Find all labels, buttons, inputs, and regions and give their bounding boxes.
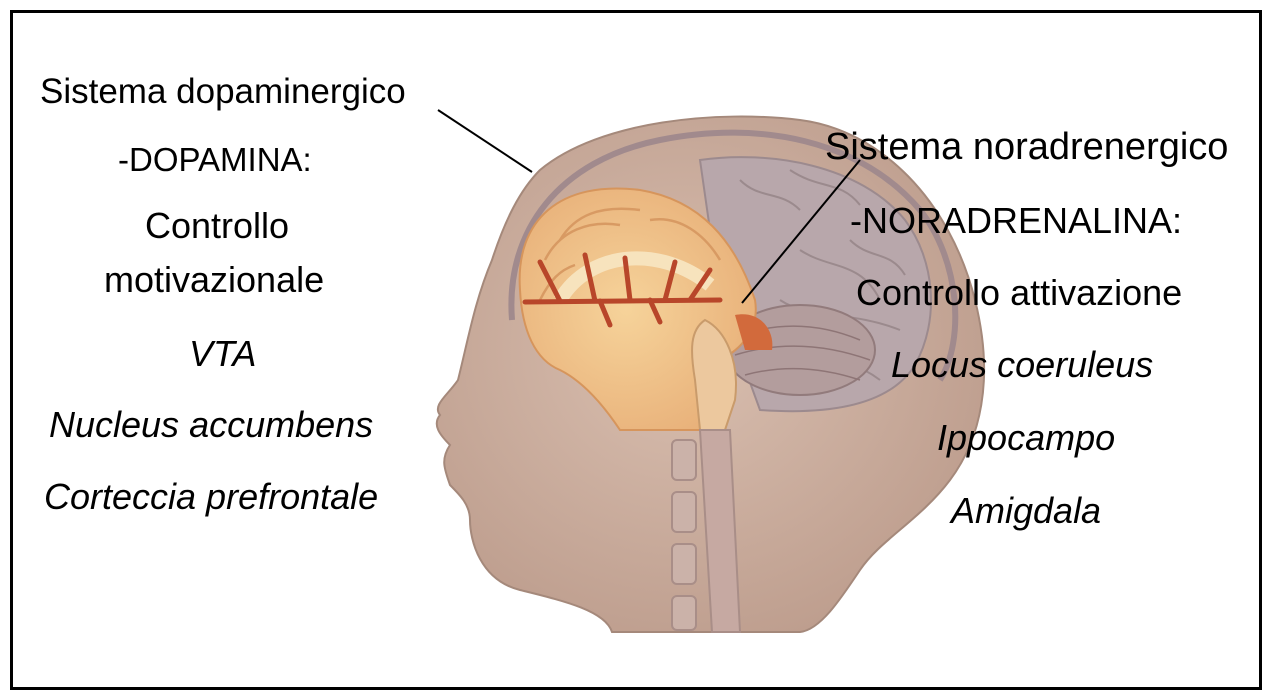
noradrenaline-function: Controllo attivazione (856, 275, 1182, 311)
noradrenaline-system-title: Sistema noradrenergico (825, 128, 1228, 166)
dopamine-neurotransmitter: -DOPAMINA: (118, 143, 312, 176)
dopamine-area-prefrontal-cortex: Corteccia prefrontale (44, 479, 378, 515)
noradrenaline-area-locus-coeruleus: Locus coeruleus (891, 347, 1153, 383)
noradrenaline-neurotransmitter: -NORADRENALINA: (850, 203, 1182, 239)
dopamine-area-nucleus-accumbens: Nucleus accumbens (49, 407, 373, 443)
dopamine-system-title: Sistema dopaminergico (40, 74, 406, 109)
dopamine-function-line1: Controllo (145, 208, 289, 244)
noradrenaline-area-hippocampus: Ippocampo (937, 420, 1115, 456)
dopamine-function-line2: motivazionale (104, 262, 324, 298)
noradrenaline-area-amygdala: Amigdala (951, 493, 1101, 529)
dopamine-pointer-line (438, 110, 532, 172)
dopamine-area-vta: VTA (189, 336, 256, 372)
